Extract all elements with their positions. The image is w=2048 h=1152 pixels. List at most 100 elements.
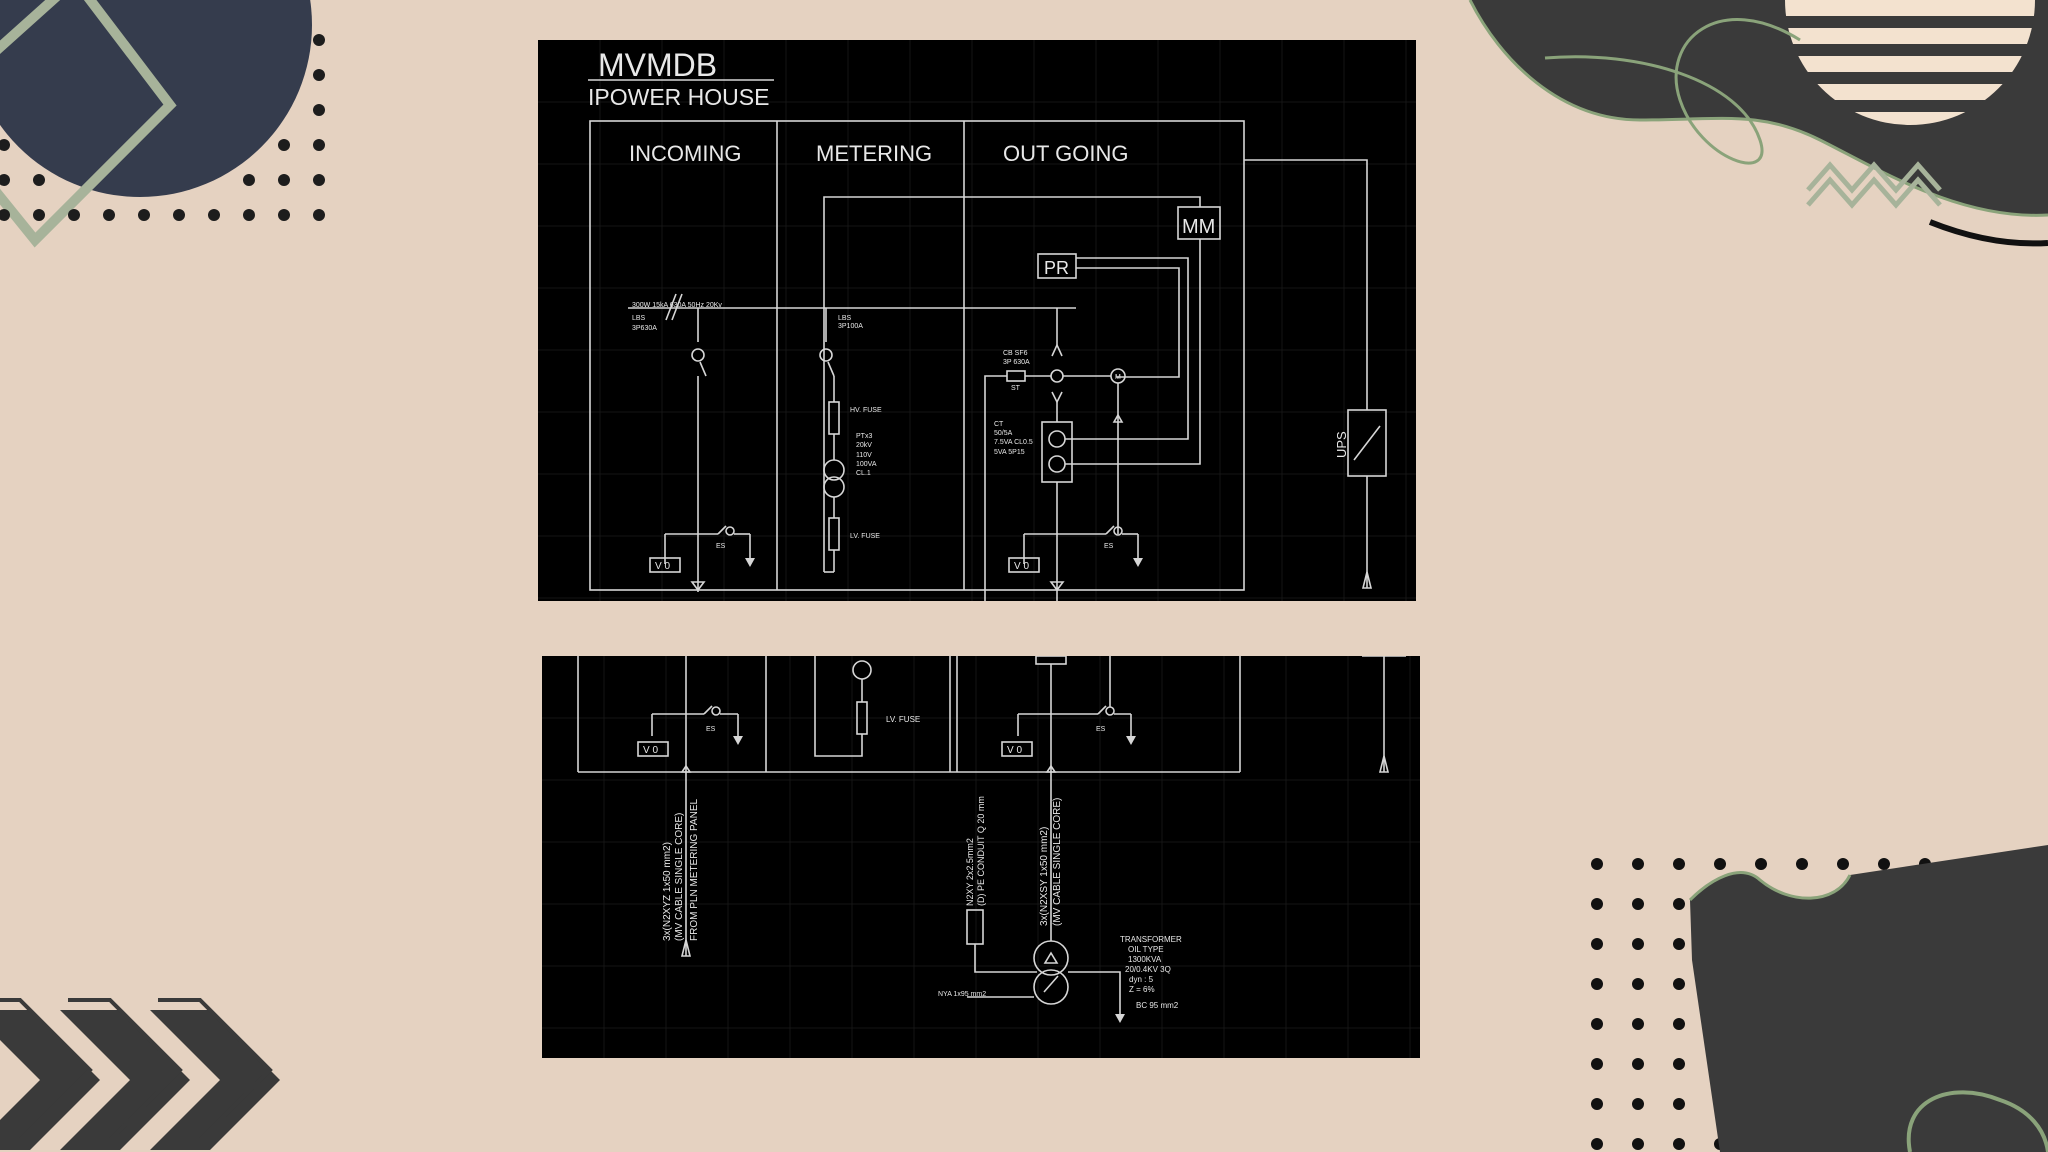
decor-dot <box>313 34 325 46</box>
earth-switch-contact <box>1113 526 1123 536</box>
pe-bond-wire <box>974 944 1037 973</box>
metering-return-line <box>814 656 863 757</box>
lbs-switch-blade <box>699 361 707 377</box>
pt-winding <box>852 660 872 680</box>
cb-draw-out-top <box>1051 343 1063 357</box>
green-swirl-line <box>1544 18 1801 165</box>
chevron-outline <box>0 998 93 1142</box>
chevron-shape <box>0 1010 100 1150</box>
decor-dot <box>1755 858 1767 870</box>
bc-label: BC 95 mm2 <box>1136 1001 1179 1010</box>
ct-spec-line-1: CT <box>994 421 1004 428</box>
transformer-spec-line-1: TRANSFORMER <box>1120 935 1182 944</box>
decor-dot <box>1591 1018 1603 1030</box>
decor-dot <box>1673 1098 1685 1110</box>
pt-spec-line-1: PTx3 <box>856 433 872 440</box>
nya-label: NYA 1x95 mm2 <box>938 991 986 998</box>
decor-dot <box>68 209 80 221</box>
chevron-shape <box>60 1010 190 1150</box>
decor-dot <box>0 209 10 221</box>
ct-core-1 <box>1048 430 1066 448</box>
pt-spec-line-5: CL.1 <box>856 470 871 477</box>
decor-dot <box>278 209 290 221</box>
earth-switch-blade <box>1097 705 1107 715</box>
diagram-title: MVMDB <box>598 47 717 83</box>
green-arc-bottom-right <box>1906 1090 2048 1152</box>
mm-box <box>1177 206 1221 240</box>
decor-dot <box>1591 1138 1603 1150</box>
outgoing-cable-label-1: 3x(N2XSY 1x50 mm2) <box>1039 827 1050 926</box>
decor-dot <box>103 209 115 221</box>
decor-dot <box>1714 858 1726 870</box>
transformer-spec-line-6: Z = 6% <box>1129 985 1155 994</box>
decor-dot <box>0 139 10 151</box>
incoming-vo-label: V 0 <box>655 561 670 572</box>
outgoing-vo-label: V 0 <box>1014 561 1029 572</box>
dark-blob-bottom-right-outline <box>1688 871 1852 902</box>
busbar-rating-label: 300W 15kA 630A 50Hz 20Kv <box>632 302 722 309</box>
decor-dot <box>313 104 325 116</box>
decor-dot <box>1673 978 1685 990</box>
ct-box-bottom <box>1035 656 1067 665</box>
earth-switch-blade <box>703 705 713 715</box>
transformer-winding-secondary <box>1033 969 1069 1005</box>
decor-dot <box>1837 858 1849 870</box>
cb-label: CB SF6 <box>1003 350 1028 357</box>
decor-dot <box>173 209 185 221</box>
lv-fuse-label: LV. FUSE <box>886 715 920 724</box>
decor-dot <box>33 174 45 186</box>
incoming-lbs-rating: 3P630A <box>632 325 657 332</box>
ct-spec-line-4: 5VA 5P15 <box>994 449 1025 456</box>
decor-dot <box>0 174 10 186</box>
outgoing-vo-box <box>1008 557 1040 573</box>
motor-label: M <box>1115 374 1121 381</box>
pe-cable-label-1: N2XY 2x2.5mm2 <box>965 838 975 906</box>
metering-lbs-symbol <box>819 348 833 362</box>
diagram-panel-bottom: ES V 0 3x(N2XYZ 1x50 mm2) (MV CABLE SING… <box>542 656 1420 1058</box>
pt-spec-line-2: 20kV <box>856 442 872 449</box>
decor-dot <box>313 209 325 221</box>
outgoing-vo-label: V 0 <box>1007 745 1022 756</box>
cable-terminal-arrow <box>1049 581 1065 592</box>
decor-dot <box>1878 858 1890 870</box>
diagram-subtitle: IPOWER HOUSE <box>588 84 769 110</box>
cable-end-arrow <box>680 939 692 957</box>
decor-dot <box>313 139 325 151</box>
ups-diagonal <box>1353 425 1381 461</box>
outgoing-es-label: ES <box>1096 726 1106 733</box>
decor-dot <box>1591 1058 1603 1070</box>
ups-terminal-arrow <box>1361 571 1373 589</box>
chevrons-bottom-left <box>0 998 280 1150</box>
decor-dot <box>1632 978 1644 990</box>
shunt-trip-symbol <box>1006 370 1026 382</box>
lv-fuse-label: LV. FUSE <box>850 533 880 540</box>
decor-dot <box>138 209 150 221</box>
cb-draw-out-bottom <box>1051 391 1063 404</box>
busbar-slash <box>665 293 677 321</box>
section-label-incoming: INCOMING <box>629 141 741 166</box>
incoming-cable-label-2: (MV CABLE SINGLE CORE) <box>674 813 685 941</box>
transformer-spec-line-5: dyn : 5 <box>1129 975 1154 984</box>
cb-rating: 3P 630A <box>1003 359 1030 366</box>
decor-dot <box>1632 938 1644 950</box>
incoming-cable-label-1: 3x(N2XYZ 1x50 mm2) <box>662 842 673 941</box>
decor-dot <box>1591 1098 1603 1110</box>
earth-switch-blade <box>717 525 727 535</box>
mm-label: MM <box>1182 216 1215 238</box>
pe-conduit-symbol <box>966 909 984 945</box>
pt-spec-line-4: 100VA <box>856 461 877 468</box>
earth-switch-contact <box>725 526 735 536</box>
metering-lbs-rating: 3P100A <box>838 323 863 330</box>
earth-switch-blade <box>1105 525 1115 535</box>
drawing-grid <box>542 656 1420 1058</box>
metering-lbs-blade <box>827 361 835 377</box>
ground-arrow <box>1115 1014 1125 1023</box>
transformer-spec-line-4: 20/0.4KV 3Q <box>1125 965 1171 974</box>
section-label-metering: METERING <box>816 141 932 166</box>
decor-dot <box>1632 1058 1644 1070</box>
ct-spec-line-3: 7.5VA CL0.5 <box>994 439 1033 446</box>
pr-box <box>1037 253 1077 279</box>
decor-dot <box>33 209 45 221</box>
decor-dot <box>1632 898 1644 910</box>
transformer-spec-line-3: 1300KVA <box>1128 955 1162 964</box>
